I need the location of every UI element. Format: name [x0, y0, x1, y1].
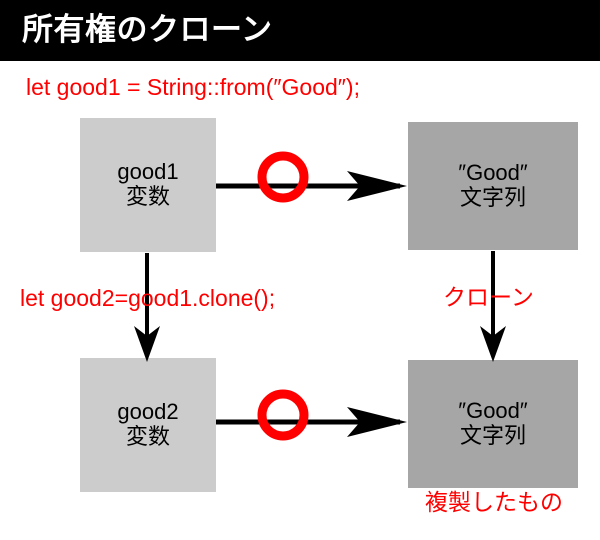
code-line-good2-clone: let good2=good1.clone(); — [20, 285, 276, 311]
code-line-good1-declaration: let good1 = String::from(″Good″); — [26, 74, 360, 100]
node-string1-value: ″Good″ 文字列 — [408, 122, 578, 250]
node-string1-kind: 文字列 — [459, 185, 526, 210]
node-string2-value: ″Good″ 文字列 — [408, 360, 578, 488]
node-good2-kind: 変数 — [125, 424, 170, 449]
node-string1-text: ″Good″ — [458, 160, 528, 186]
node-string2-text: ″Good″ — [458, 398, 528, 424]
label-copy-made: 複製したもの — [425, 489, 563, 515]
node-good2-name: good2 — [117, 399, 179, 425]
node-good2-variable: good2 変数 — [80, 358, 216, 492]
title-bar: 所有権のクローン — [0, 0, 600, 61]
node-good1-variable: good1 変数 — [80, 118, 216, 252]
node-good1-kind: 変数 — [125, 184, 170, 209]
page-title: 所有権のクローン — [22, 12, 273, 47]
red-circle-icon-bottom — [257, 389, 309, 441]
node-string2-kind: 文字列 — [459, 423, 526, 448]
arrow-good1-to-string1-icon — [216, 171, 407, 201]
label-clone: クローン — [443, 284, 534, 310]
node-good1-name: good1 — [117, 159, 179, 185]
red-circle-icon-top — [257, 151, 309, 203]
arrow-good2-to-string2-icon — [216, 407, 407, 437]
